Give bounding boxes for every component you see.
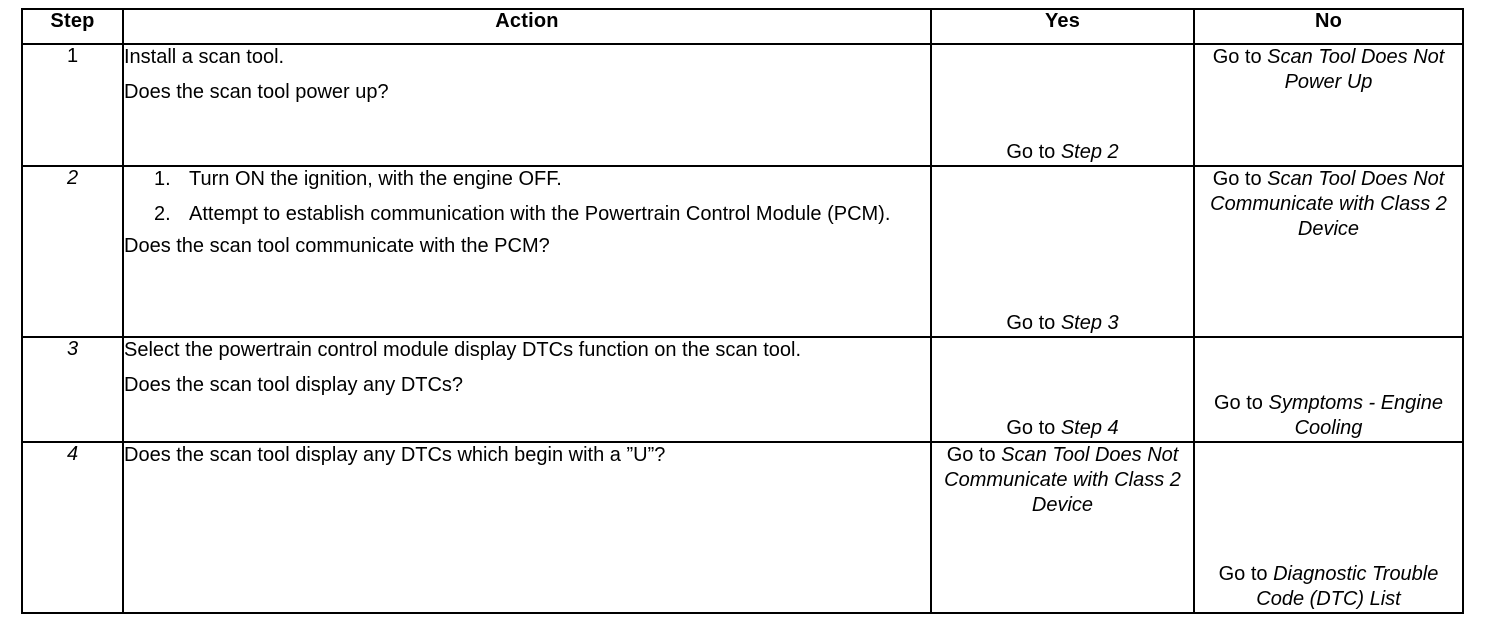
goto-reference: Go to Symptoms - Engine Cooling bbox=[1195, 391, 1462, 441]
goto-target: Symptoms - Engine Cooling bbox=[1268, 392, 1443, 439]
table-row: 2 1. Turn ON the ignition, with the engin… bbox=[21, 165, 1464, 338]
goto-reference: Go to Scan Tool Does Not Communicate wit… bbox=[1195, 167, 1462, 242]
goto-reference: Go to Step 2 bbox=[932, 140, 1193, 165]
goto-target: Step 2 bbox=[1060, 141, 1119, 163]
goto-prefix: Go to bbox=[946, 444, 1002, 466]
goto-target: Scan Tool Does Not Power Up bbox=[1267, 46, 1445, 93]
table-row: 4 Does the scan tool display any DTCs wh… bbox=[21, 441, 1464, 614]
no-branch-cell: Go to Scan Tool Does Not Power Up bbox=[1193, 43, 1464, 167]
goto-target: Step 4 bbox=[1060, 417, 1119, 439]
no-branch-cell: Go to Scan Tool Does Not Communicate wit… bbox=[1193, 165, 1464, 338]
yes-branch-cell: Go to Step 4 bbox=[930, 336, 1195, 443]
step-number-cell: 2 bbox=[21, 165, 124, 338]
column-header-step: Step bbox=[21, 8, 124, 45]
goto-target: Scan Tool Does Not Communicate with Clas… bbox=[1210, 168, 1447, 240]
step-number-cell: 3 bbox=[21, 336, 124, 443]
list-item-text: Attempt to establish communication with … bbox=[189, 202, 891, 225]
goto-reference: Go to Step 4 bbox=[932, 416, 1193, 441]
list-item: 2. Attempt to establish communication wit… bbox=[124, 202, 930, 228]
action-cell: Select the powertrain control module dis… bbox=[122, 336, 932, 443]
table-row: 1 Install a scan tool. Does the scan too… bbox=[21, 43, 1464, 167]
no-branch-cell: Go to Diagnostic Trouble Code (DTC) List bbox=[1193, 441, 1464, 614]
table-row: 3 Select the powertrain control module d… bbox=[21, 336, 1464, 443]
goto-target: Step 3 bbox=[1060, 312, 1119, 334]
goto-reference: Go to Scan Tool Does Not Power Up bbox=[1195, 45, 1462, 95]
action-text-line: Select the powertrain control module dis… bbox=[124, 339, 802, 361]
goto-reference: Go to Step 3 bbox=[932, 311, 1193, 336]
action-question-line: Does the scan tool power up? bbox=[124, 80, 389, 103]
action-step-list: 1. Turn ON the ignition, with the engine … bbox=[124, 167, 930, 227]
list-item-number: 2. bbox=[154, 202, 171, 225]
no-branch-cell: Go to Symptoms - Engine Cooling bbox=[1193, 336, 1464, 443]
list-item-text: Turn ON the ignition, with the engine OF… bbox=[189, 168, 562, 190]
step-number-cell: 4 bbox=[21, 441, 124, 614]
step-number-cell: 1 bbox=[21, 43, 124, 167]
table-header: Step Action Yes No bbox=[21, 8, 1464, 45]
action-question-line: Does the scan tool communicate with the … bbox=[124, 235, 550, 258]
action-cell: Does the scan tool display any DTCs whic… bbox=[122, 441, 932, 614]
action-text-line: Install a scan tool. bbox=[124, 46, 285, 68]
goto-prefix: Go to bbox=[1212, 168, 1268, 190]
goto-prefix: Go to bbox=[1006, 417, 1061, 439]
goto-prefix: Go to bbox=[1214, 392, 1269, 414]
yes-branch-cell: Go to Scan Tool Does Not Communicate wit… bbox=[930, 441, 1195, 614]
list-item-number: 1. bbox=[154, 168, 171, 190]
goto-prefix: Go to bbox=[1006, 141, 1061, 163]
goto-reference: Go to Scan Tool Does Not Communicate wit… bbox=[932, 443, 1193, 518]
goto-target: Diagnostic Trouble Code (DTC) List bbox=[1256, 563, 1439, 610]
goto-prefix: Go to bbox=[1212, 46, 1268, 68]
table-body: 1 Install a scan tool. Does the scan too… bbox=[21, 43, 1464, 614]
action-cell: 1. Turn ON the ignition, with the engine … bbox=[122, 165, 932, 338]
goto-prefix: Go to bbox=[1006, 312, 1061, 334]
goto-target: Scan Tool Does Not Communicate with Clas… bbox=[944, 444, 1181, 516]
yes-branch-cell: Go to Step 3 bbox=[930, 165, 1195, 338]
list-item: 1. Turn ON the ignition, with the engine … bbox=[124, 167, 930, 193]
header-row: Step Action Yes No bbox=[21, 8, 1464, 45]
action-question-line: Does the scan tool display any DTCs whic… bbox=[124, 444, 666, 466]
action-cell: Install a scan tool. Does the scan tool … bbox=[122, 43, 932, 167]
column-header-no: No bbox=[1193, 8, 1464, 45]
action-question-line: Does the scan tool display any DTCs? bbox=[124, 373, 464, 396]
goto-reference: Go to Diagnostic Trouble Code (DTC) List bbox=[1195, 562, 1462, 612]
column-header-yes: Yes bbox=[930, 8, 1195, 45]
goto-prefix: Go to bbox=[1218, 563, 1274, 585]
diagnostic-procedure-table: Step Action Yes No 1 Install a scan tool… bbox=[21, 8, 1464, 614]
yes-branch-cell: Go to Step 2 bbox=[930, 43, 1195, 167]
column-header-action: Action bbox=[122, 8, 932, 45]
